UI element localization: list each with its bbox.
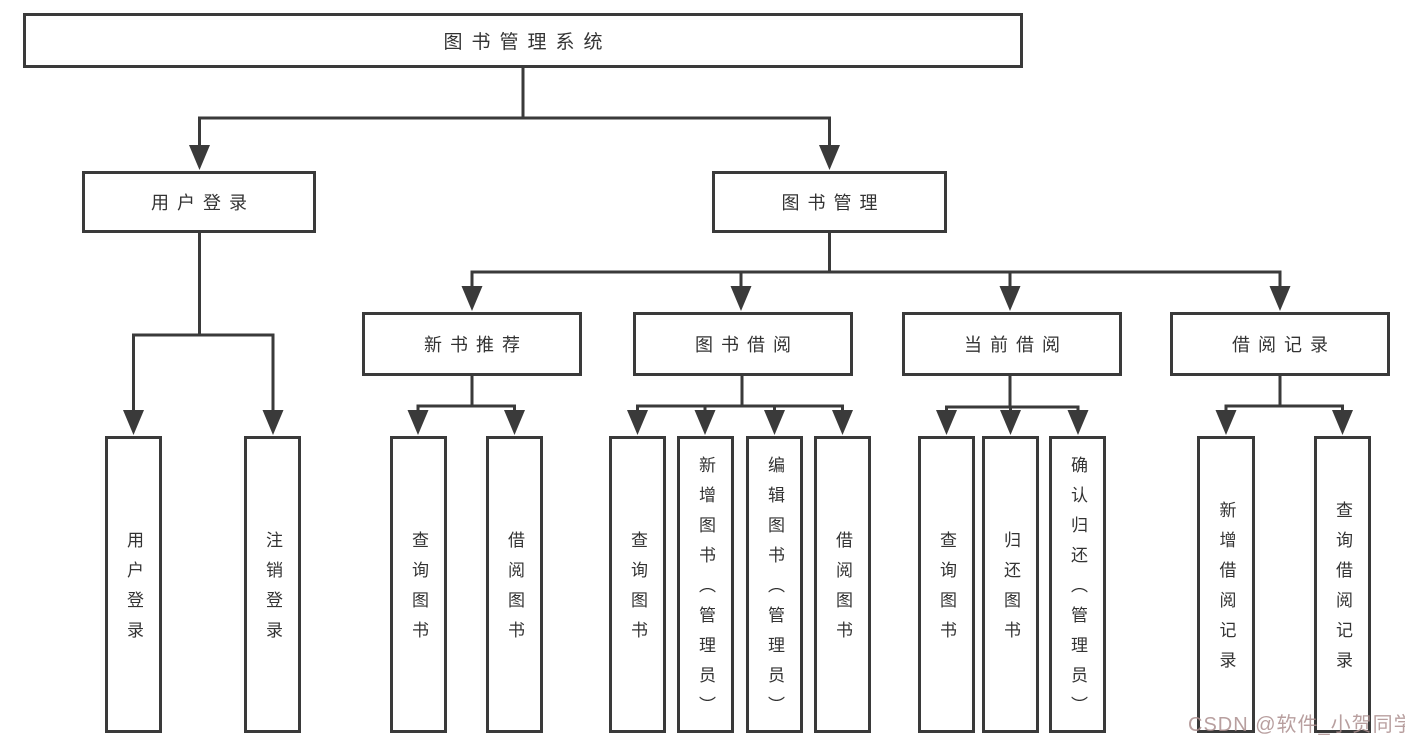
arrowhead-icon xyxy=(730,286,752,311)
leaf-borrow-books-borrow: 借阅图书 xyxy=(814,436,871,733)
arrowhead-icon xyxy=(694,410,716,435)
leaf-label: 查询图书 xyxy=(937,531,956,651)
connector-root-to-level2 xyxy=(198,66,831,154)
leaf-label: 注销登录 xyxy=(263,531,282,651)
connector-records-to-leaves xyxy=(1224,374,1344,419)
arrowhead-icon xyxy=(819,145,840,170)
leaf-label: 确认归还（管理员） xyxy=(1068,456,1087,726)
node-borrow-records: 借阅记录 xyxy=(1170,312,1390,376)
leaf-borrow-books-recommend: 借阅图书 xyxy=(486,436,543,733)
node-user-login: 用户登录 xyxy=(82,171,316,233)
arrowhead-icon xyxy=(123,410,144,435)
leaf-label: 用户登录 xyxy=(124,531,143,651)
arrowhead-icon xyxy=(461,286,483,311)
arrowheads xyxy=(123,145,1353,435)
leaf-query-books-borrow: 查询图书 xyxy=(609,436,666,733)
arrowhead-icon xyxy=(1269,286,1291,311)
leaf-label: 借阅图书 xyxy=(833,531,852,651)
node-label: 借阅记录 xyxy=(1232,335,1336,355)
node-library-management-system: 图书管理系统 xyxy=(23,13,1023,68)
leaf-label: 归还图书 xyxy=(1001,531,1020,651)
node-label: 用户登录 xyxy=(151,193,255,213)
node-label: 图书管理 xyxy=(781,193,886,213)
leaf-add-book-admin: 新增图书（管理员） xyxy=(677,436,734,733)
leaf-query-books-recommend: 查询图书 xyxy=(390,436,447,733)
arrowhead-icon xyxy=(832,410,853,435)
leaf-label: 新增借阅记录 xyxy=(1216,501,1236,681)
leaf-confirm-return-admin: 确认归还（管理员） xyxy=(1049,436,1106,733)
leaf-label: 借阅图书 xyxy=(505,531,524,651)
csdn-watermark: CSDN @软件_小贺同学 xyxy=(1188,714,1405,736)
leaf-query-borrow-record: 查询借阅记录 xyxy=(1314,436,1371,733)
connector-newbook-to-leaves xyxy=(416,374,516,419)
arrowhead-icon xyxy=(936,410,957,435)
node-label: 图书借阅 xyxy=(695,335,799,355)
node-current-borrow: 当前借阅 xyxy=(902,312,1122,376)
arrowhead-icon xyxy=(189,145,210,170)
connector-userlogin-to-leaves xyxy=(132,231,275,419)
leaf-logout: 注销登录 xyxy=(244,436,301,733)
arrowhead-icon xyxy=(764,410,785,435)
node-label: 新书推荐 xyxy=(424,335,528,355)
leaf-label: 查询图书 xyxy=(628,531,647,651)
leaf-add-borrow-record: 新增借阅记录 xyxy=(1197,436,1255,733)
leaf-edit-book-admin: 编辑图书（管理员） xyxy=(746,436,803,733)
leaf-user-login: 用户登录 xyxy=(105,436,162,733)
arrowhead-icon xyxy=(1215,410,1237,435)
leaf-label: 新增图书（管理员） xyxy=(696,456,715,726)
arrowhead-icon xyxy=(504,410,525,435)
arrowhead-icon xyxy=(627,410,648,435)
arrowhead-icon xyxy=(1000,410,1021,435)
arrowhead-icon xyxy=(999,286,1021,311)
leaf-label: 查询图书 xyxy=(409,531,428,651)
arrowhead-icon xyxy=(1332,410,1353,435)
arrowhead-icon xyxy=(407,410,429,435)
leaf-return-book: 归还图书 xyxy=(982,436,1039,733)
connector-bookmgmt-to-level3 xyxy=(470,231,1282,295)
arrowhead-icon xyxy=(1067,410,1089,435)
leaf-label: 编辑图书（管理员） xyxy=(765,456,784,726)
node-book-management: 图书管理 xyxy=(712,171,947,233)
leaf-query-books-current: 查询图书 xyxy=(918,436,975,733)
node-book-borrow: 图书借阅 xyxy=(633,312,853,376)
leaf-label: 查询借阅记录 xyxy=(1333,501,1352,681)
connector-bookborrow-to-leaves xyxy=(636,374,844,419)
node-new-book-recommend: 新书推荐 xyxy=(362,312,582,376)
node-label: 图书管理系统 xyxy=(443,32,612,53)
arrowhead-icon xyxy=(262,410,284,435)
node-label: 当前借阅 xyxy=(964,335,1068,355)
